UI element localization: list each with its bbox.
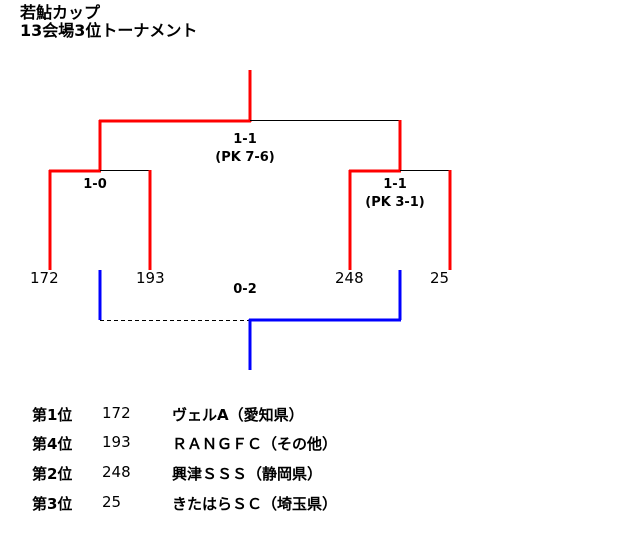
third-place-score: 0-2 bbox=[233, 282, 257, 297]
tournament-title: 若鮎カップ bbox=[20, 3, 101, 22]
standing-number: 193 bbox=[102, 433, 131, 451]
team-label: 193 bbox=[136, 269, 165, 287]
standing-number: 248 bbox=[102, 463, 131, 481]
standing-number: 25 bbox=[102, 493, 122, 511]
standing-team-name: ＲＡＮＧＦＣ（その他） bbox=[172, 435, 338, 453]
tournament-subtitle: 13会場3位トーナメント bbox=[20, 21, 198, 40]
team-label: 248 bbox=[335, 269, 364, 287]
standing-team-name: きたはらＳＣ（埼玉県） bbox=[172, 495, 338, 513]
standing-rank: 第3位 bbox=[32, 495, 73, 513]
semi-right-pk-score: (PK 3-1) bbox=[365, 195, 425, 210]
semi-right-score: 1-1 bbox=[383, 177, 407, 192]
standing-team-name: ヴェルA（愛知県） bbox=[172, 406, 304, 424]
standing-rank: 第4位 bbox=[32, 435, 73, 453]
final-pk-score: (PK 7-6) bbox=[215, 150, 275, 165]
final-score: 1-1 bbox=[233, 132, 257, 147]
team-label: 25 bbox=[430, 269, 450, 287]
standing-rank: 第1位 bbox=[32, 406, 73, 424]
standing-number: 172 bbox=[102, 404, 131, 422]
semi-left-score: 1-0 bbox=[83, 177, 107, 192]
standing-team-name: 興津ＳＳＳ（静岡県） bbox=[172, 465, 323, 483]
standing-rank: 第2位 bbox=[32, 465, 73, 483]
team-label: 172 bbox=[30, 269, 59, 287]
